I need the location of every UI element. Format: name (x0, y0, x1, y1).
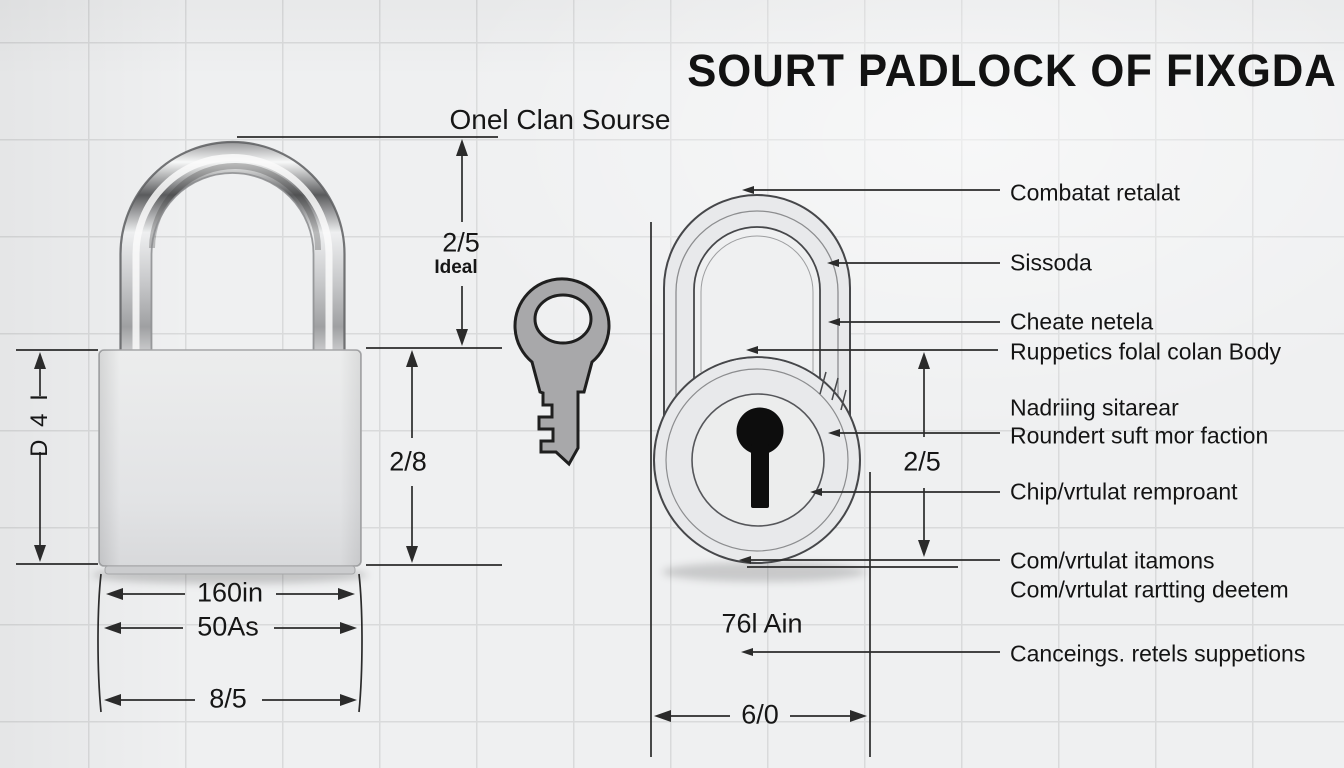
dim-side-height: D 4 I (26, 391, 53, 457)
dim-right-width: 6/0 (741, 699, 779, 730)
dimension-lines (16, 136, 1000, 757)
right-padlock-illustration (653, 194, 866, 582)
callout-label: Com/vrtulat rartting deetem (1010, 576, 1289, 603)
callout-label: Canceings. retels suppetions (1010, 640, 1306, 667)
dim-width-inner: 160in (196, 577, 264, 608)
callout-label: Nadriing sitarear (1010, 394, 1179, 421)
callout-label: Com/vrtulat itamons (1010, 547, 1215, 574)
callout-label: Combatat retalat (1010, 179, 1181, 206)
dim-right-body-height: 2/5 (903, 446, 941, 477)
callout-label: Chip/vrtulat remproant (1010, 478, 1238, 505)
keyhole-icon (736, 407, 784, 508)
dim-shackle-height: 2/5 (442, 227, 480, 258)
callout-label: Roundert suft mor faction (1010, 422, 1269, 449)
top-callout-label: Onel Clan Sourse (449, 104, 671, 135)
callout-label: Ruppetics folal colan Body (1010, 338, 1282, 365)
page-title: SOURT PADLOCK OF FIXGDA (687, 45, 1337, 96)
dim-shackle-note: Ideal (434, 257, 478, 278)
dim-width-mid: 50As (197, 611, 259, 642)
callout-leader-lines (739, 186, 1000, 656)
key-icon (513, 277, 611, 467)
right-base-label: 76l Ain (721, 608, 803, 639)
dim-body-height: 2/8 (389, 446, 427, 477)
callout-label: Cheate netela (1010, 308, 1154, 335)
left-padlock-illustration (92, 140, 368, 584)
callout-label: Sissoda (1010, 249, 1092, 276)
dim-width-outer: 8/5 (209, 683, 247, 714)
